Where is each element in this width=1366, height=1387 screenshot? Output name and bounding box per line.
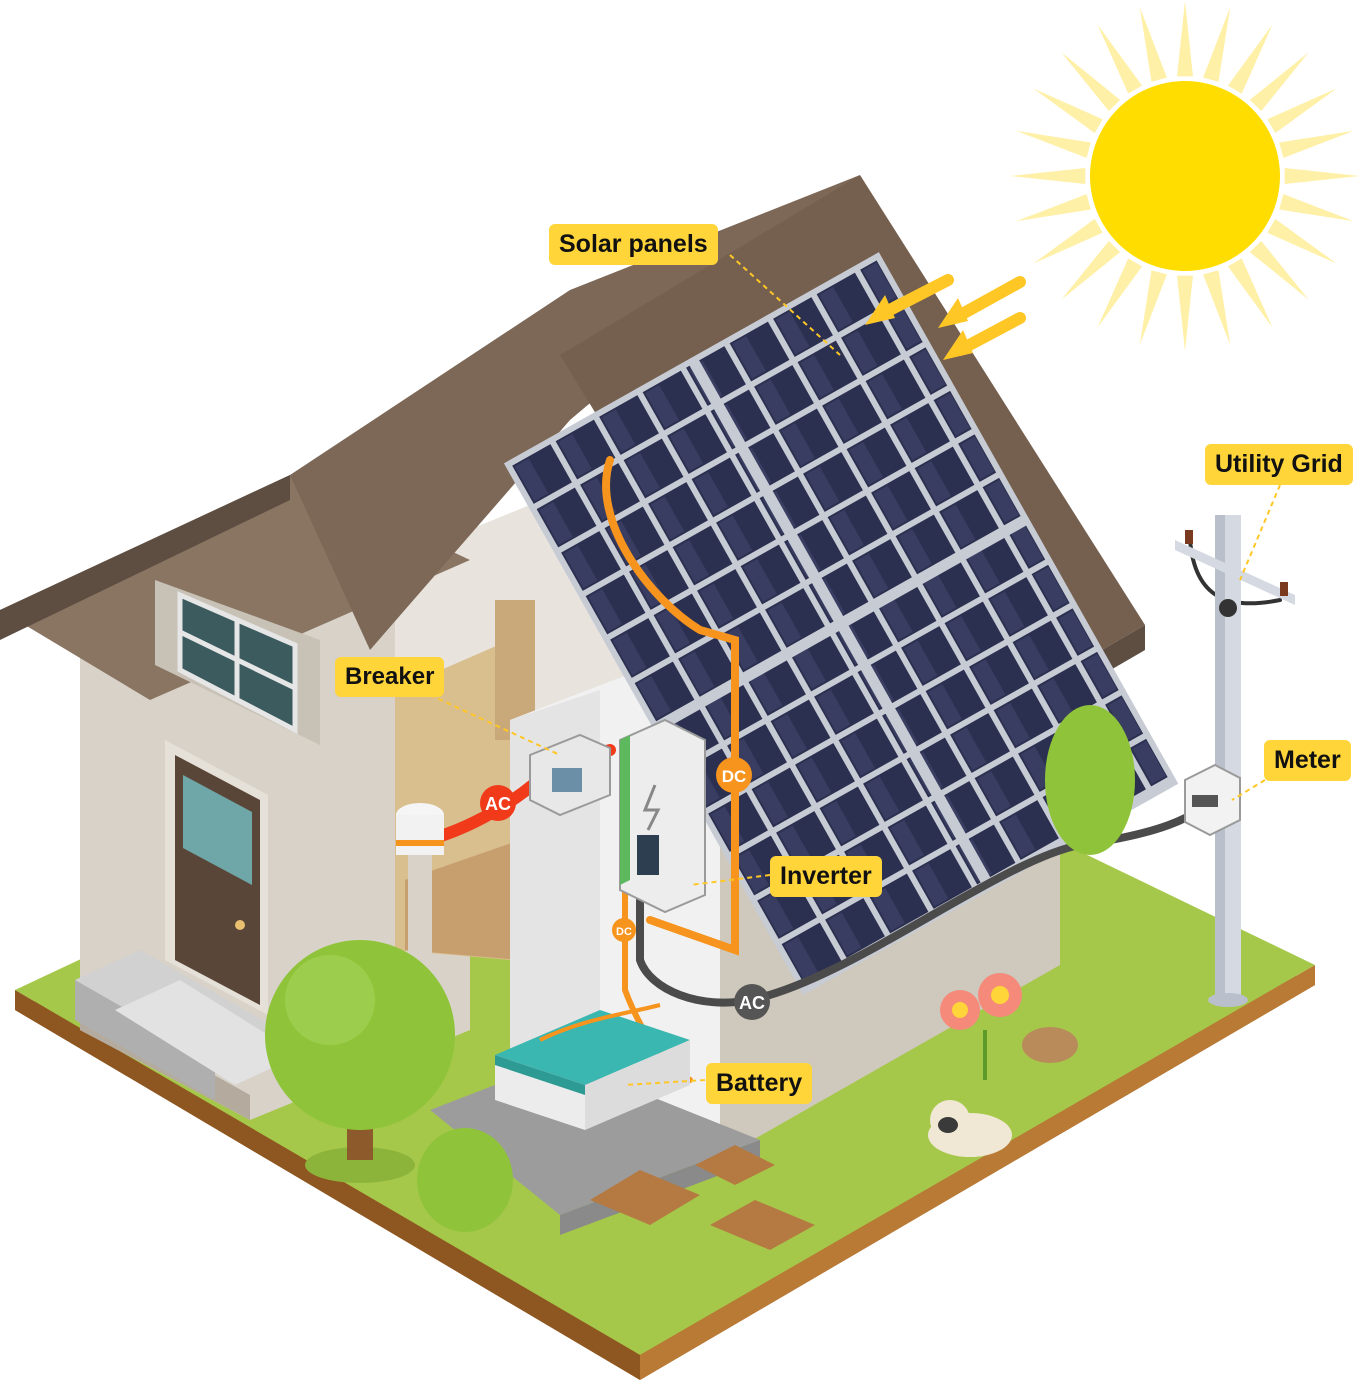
sun-ray: [1033, 218, 1103, 264]
sun-ray: [1139, 270, 1167, 346]
flower-icon: [940, 973, 1022, 1080]
sun-icon: [1010, 1, 1360, 351]
tree-left-icon: [265, 940, 455, 1183]
tree-right-icon: [1045, 705, 1135, 855]
rock-icon: [1022, 1027, 1078, 1063]
sun-ray: [1097, 24, 1143, 94]
sun-ray: [1267, 88, 1337, 134]
utility-pole-icon: [1175, 515, 1295, 1007]
label-solar-panels: Solar panels: [549, 224, 718, 265]
ac-badge-grid-label: AC: [739, 993, 765, 1013]
dc-badge-battery: DC: [612, 918, 636, 942]
sun-ray: [1249, 240, 1309, 300]
dc-badge-inverter: DC: [716, 757, 752, 793]
sun-ray: [1033, 88, 1103, 134]
dc-badge-battery-label: DC: [616, 926, 632, 938]
sun-ray: [1061, 52, 1121, 112]
grid-meter-icon: [1184, 763, 1241, 837]
sun-ray: [1284, 168, 1360, 184]
stepping-stones: [590, 1145, 815, 1250]
sun-ray: [1177, 275, 1193, 351]
window-icon: [155, 580, 320, 745]
label-meter: Meter: [1264, 740, 1351, 781]
breaker-icon: [529, 733, 611, 817]
sun-ray: [1267, 218, 1337, 264]
sun-ray: [1139, 6, 1167, 82]
sun-ray: [1015, 194, 1091, 222]
solar-panel-array: [503, 252, 1179, 995]
sun-ray: [1279, 194, 1355, 222]
sun-ray: [1203, 270, 1231, 346]
label-inverter: Inverter: [770, 856, 882, 897]
house-meter-icon: [396, 803, 444, 955]
inverter-icon: [619, 718, 706, 914]
sun-ray: [1227, 258, 1273, 328]
sunlight-arrow-icons: [865, 274, 1026, 360]
sun-ray: [1203, 6, 1231, 82]
sun-ray: [1177, 1, 1193, 77]
sun-ray: [1227, 24, 1273, 94]
label-battery: Battery: [706, 1063, 813, 1104]
label-breaker: Breaker: [335, 657, 445, 697]
bush-icon: [417, 1128, 513, 1232]
sun-ray: [1249, 52, 1309, 112]
ac-badge-grid: AC: [734, 984, 770, 1020]
front-steps: [75, 950, 300, 1100]
dog-icon: [928, 1100, 1012, 1157]
callout-leaders: [429, 254, 1281, 1086]
sun-ray: [1279, 130, 1355, 158]
ac-badge-breaker-label: AC: [485, 794, 511, 814]
sun-ray: [1015, 130, 1091, 158]
ac-badge-breaker: AC: [480, 785, 516, 821]
sun-ray: [1010, 168, 1086, 184]
sun-ray: [1061, 240, 1121, 300]
door-icon: [165, 740, 268, 1015]
sun-ray: [1097, 258, 1143, 328]
dc-badge-inverter-label: DC: [722, 767, 747, 786]
label-utility-grid: Utility Grid: [1205, 444, 1353, 485]
